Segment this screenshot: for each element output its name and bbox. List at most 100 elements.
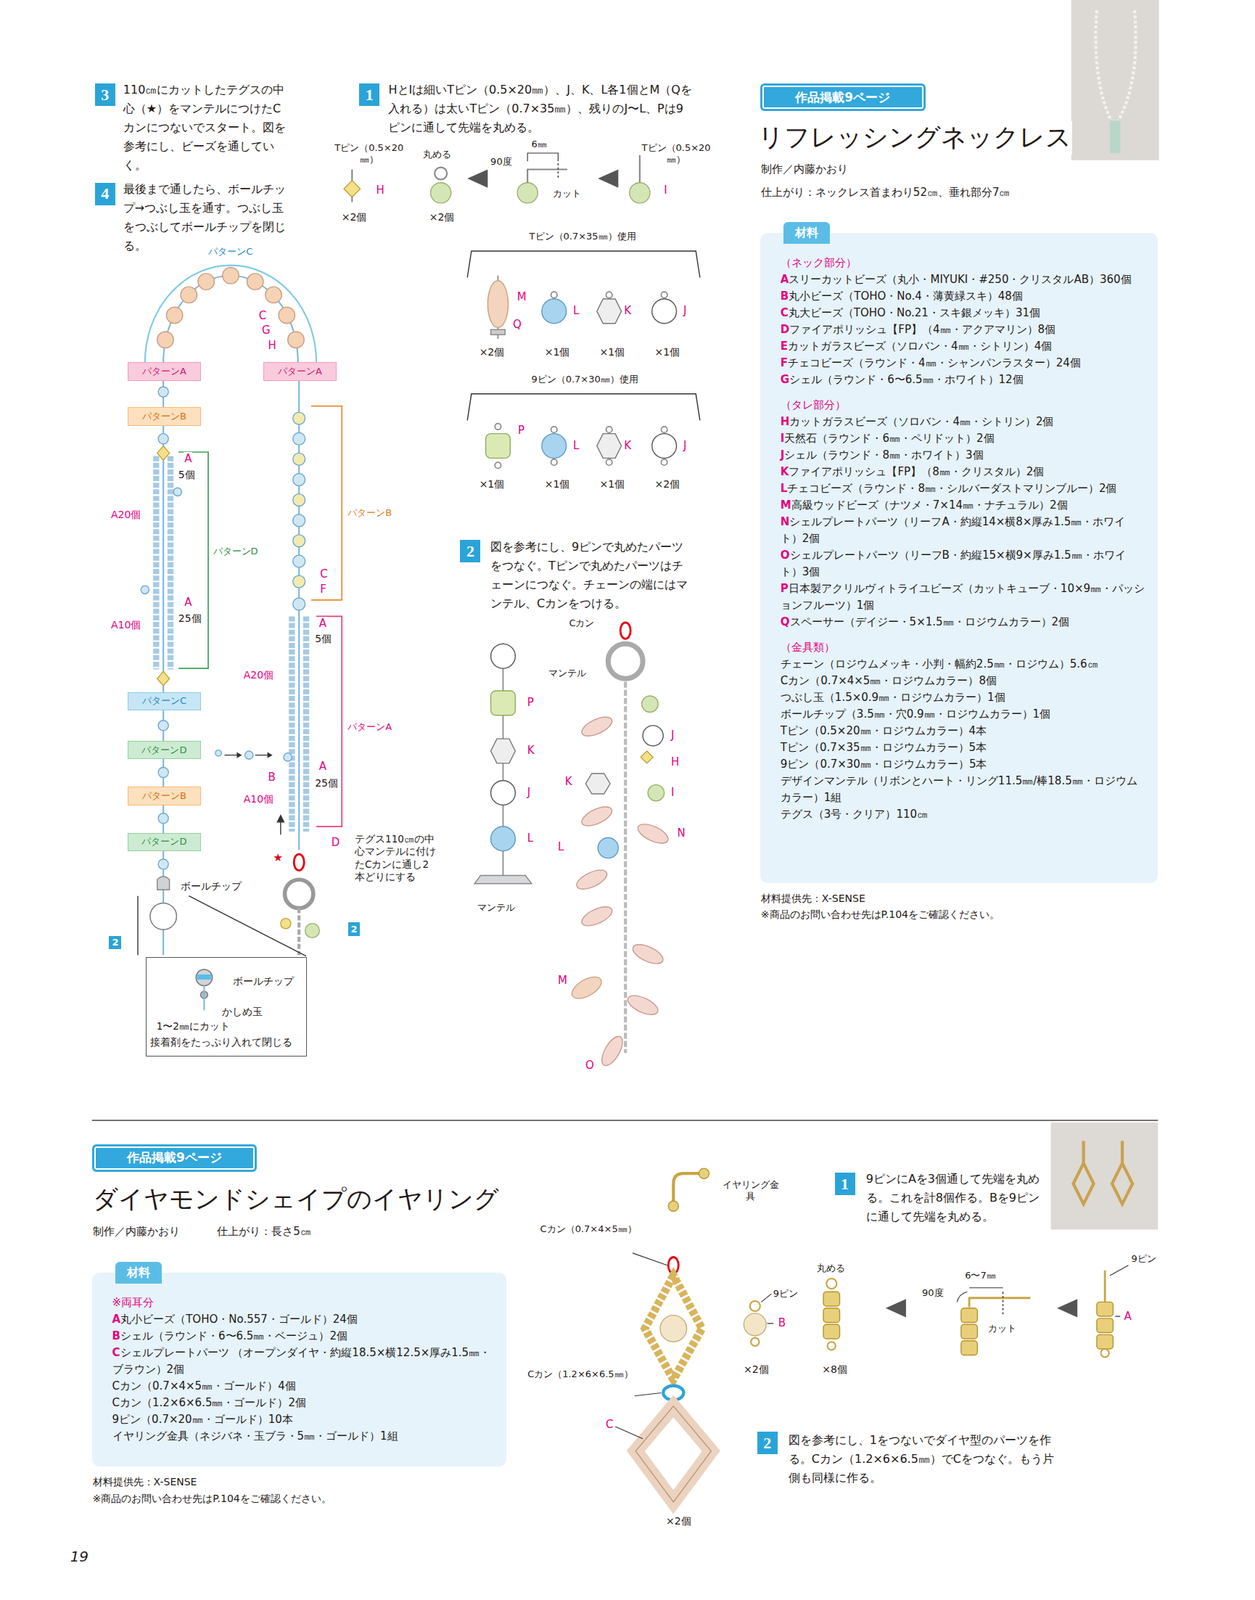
- t-pin-steps: [494, 423, 501, 430]
- label: F: [319, 582, 328, 598]
- chain-diagram: [597, 837, 619, 859]
- t-pin-steps: [541, 298, 567, 324]
- necklace-diagram: [287, 331, 305, 349]
- node-text: パターンB: [142, 789, 187, 803]
- step-number: 2: [757, 1431, 778, 1454]
- node-text: 2: [466, 541, 475, 561]
- necklace-diagram: [150, 903, 178, 931]
- necklace-diagram: [288, 615, 295, 832]
- materials-item: Dファイアポリッシュ【FP】（4㎜・アクアマリン）8個: [780, 321, 1146, 339]
- earring-diagram: [956, 1291, 968, 1302]
- t-pin-steps: [597, 433, 622, 459]
- label: パターンA: [346, 721, 393, 734]
- t-pin-steps: [494, 462, 501, 468]
- materials-item: ボールチップ（3.5㎜・穴0.9㎜・ロジウムカラー）1個: [780, 705, 1146, 723]
- label: 材料提供先：X-SENSE: [760, 891, 867, 905]
- node-text: 作品掲載9ページ: [795, 89, 891, 106]
- t-pin-steps: [527, 169, 568, 183]
- t-pin-steps: [541, 433, 567, 459]
- pattern-box: パターンD: [127, 832, 201, 851]
- label: ×2個: [742, 1362, 770, 1376]
- photo: [1095, 10, 1136, 123]
- earring-diagram: [827, 1341, 836, 1350]
- necklace-diagram: [265, 286, 283, 304]
- node-text: パターンA: [277, 364, 323, 378]
- label: Tピン（0.7×35㎜）使用: [528, 230, 637, 244]
- t-pin-steps: [660, 426, 667, 433]
- label: パターンD: [212, 545, 259, 558]
- step-number: 1: [834, 1172, 856, 1195]
- t-pin-steps: [605, 426, 612, 433]
- label: テグス110㎝の中心マンテルに付けたCカンに通し2本どりにする: [354, 832, 439, 884]
- necklace-diagram: [203, 985, 205, 1010]
- divider: [92, 1119, 1159, 1121]
- label: 9ピンにAを3個通して先端を丸める。これを計8個作る。Bを9ピンに通して先端を丸…: [865, 1169, 1043, 1226]
- materials-item: Cカン（0.7×4×5㎜・ゴールド）4個: [112, 1377, 494, 1395]
- chain-diagram: [474, 875, 532, 884]
- label: 6〜7㎜: [964, 1269, 997, 1282]
- label: P: [517, 423, 526, 439]
- necklace-diagram: [293, 554, 306, 568]
- chain-diagram: [585, 773, 611, 794]
- label: ダイヤモンドシェイプのイヤリング: [92, 1183, 500, 1216]
- necklace-diagram: [293, 534, 306, 547]
- label: I: [670, 785, 675, 801]
- materials-tab: 材料: [115, 1261, 162, 1284]
- label: K: [623, 303, 632, 319]
- node-text: 2: [351, 923, 358, 935]
- t-pin-steps: [660, 291, 667, 298]
- necklace-diagram: [178, 451, 209, 669]
- t-pin-steps: [652, 433, 677, 459]
- part-letter: N: [780, 515, 790, 529]
- label: カット: [987, 1322, 1018, 1335]
- pattern-box: パターンD: [127, 740, 201, 759]
- label: ×2個: [654, 477, 682, 491]
- node-text: 3: [100, 85, 109, 105]
- label: ×8個: [821, 1362, 849, 1376]
- earring-diagram: [961, 1307, 978, 1323]
- chain-diagram: [578, 713, 615, 740]
- necklace-diagram: [157, 671, 170, 686]
- label: A: [318, 616, 328, 632]
- necklace-diagram: [293, 853, 304, 871]
- chain-diagram: [635, 819, 672, 847]
- materials-heading: ※両耳分: [112, 1294, 494, 1311]
- label: 図を参考にし、9ピンで丸めたパーツをつなぐ。Tピンで丸めたパーツはチェーンにつな…: [489, 537, 690, 613]
- node-text: パターンD: [141, 743, 187, 757]
- label: J: [682, 303, 687, 319]
- label: A20個: [110, 507, 142, 521]
- part-letter: C: [780, 306, 789, 320]
- label: 6㎜: [530, 138, 547, 151]
- necklace-diagram: [153, 456, 159, 670]
- label: C: [319, 567, 328, 582]
- t-pin-steps: [629, 182, 650, 204]
- necklace-diagram: [195, 969, 213, 986]
- earring-diagram: [969, 1297, 1031, 1308]
- pattern-box: パターンA: [127, 361, 201, 381]
- label: マンテル: [547, 667, 587, 680]
- node-text: パターンA: [142, 364, 187, 378]
- label: 制作／内藤かおり: [760, 162, 849, 178]
- materials-panel: 材料※両耳分A丸小ビーズ（TOHO・No.557・ゴールド）24個Bシェル（ラウ…: [92, 1272, 507, 1467]
- label: 図を参考にし、1をつないでダイヤ型のパーツを作る。Cカン（1.2×6×6.5㎜）…: [787, 1430, 1065, 1488]
- earring-diagram: [615, 1252, 668, 1439]
- label: A: [183, 451, 193, 467]
- earring-diagram: [635, 1405, 711, 1502]
- part-letter: A: [112, 1312, 122, 1326]
- photo: [1109, 120, 1121, 154]
- materials-item: Tピン（0.7×35㎜・ロジウムカラー）5本: [780, 739, 1146, 756]
- chain-diagram: [607, 643, 643, 679]
- label: G: [261, 323, 272, 339]
- earring-diagram: [823, 1307, 841, 1323]
- label: 9ピン（0.7×30㎜）使用: [530, 373, 639, 386]
- earring-diagram: [1109, 1265, 1129, 1316]
- label: C: [605, 1417, 614, 1433]
- materials-item: 9ピン（0.7×20㎜・ゴールド）10本: [112, 1410, 494, 1428]
- necklace-diagram: [293, 597, 306, 611]
- necklace-diagram: [158, 386, 169, 397]
- pattern-box: パターンC: [127, 692, 201, 711]
- part-letter: B: [112, 1328, 121, 1343]
- necklace-diagram: [158, 767, 169, 778]
- chain-diagram: [491, 826, 516, 851]
